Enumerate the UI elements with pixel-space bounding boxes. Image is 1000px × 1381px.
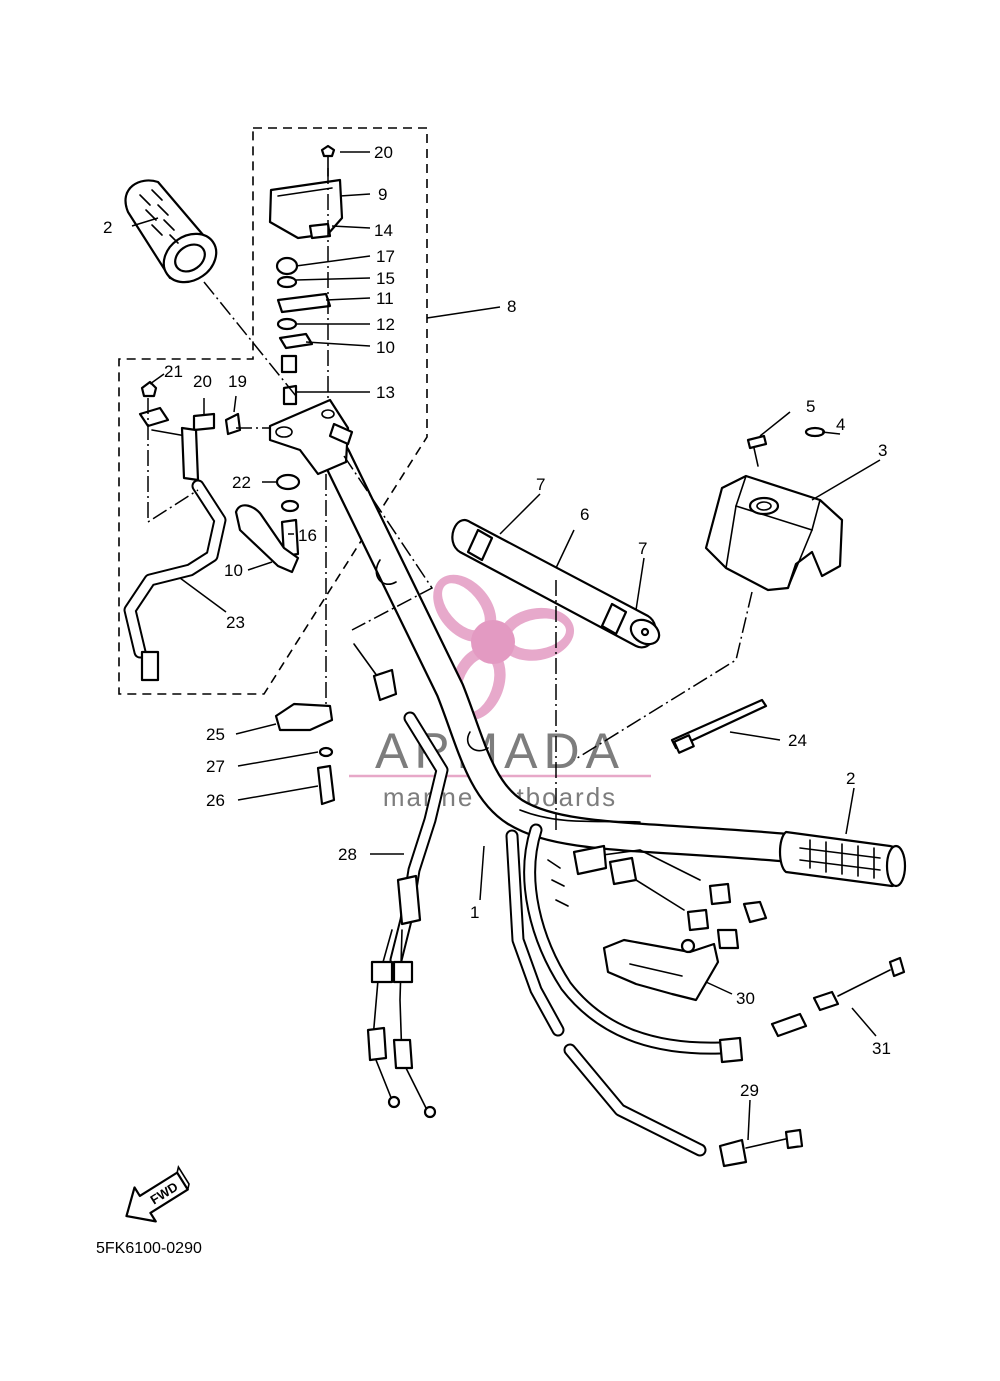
callout-24: 24	[788, 731, 807, 750]
lower-clamp	[274, 702, 336, 806]
callout-5: 5	[806, 397, 815, 416]
callout-9: 9	[378, 185, 387, 204]
callout-16: 15	[376, 269, 395, 288]
clutch-switch	[602, 938, 720, 1002]
wire-harness-23	[123, 479, 227, 682]
cable-31	[770, 956, 906, 1038]
left-grip	[124, 179, 218, 284]
callout-15: 14	[374, 221, 393, 240]
drawing-code: 5FK6100-0290	[96, 1240, 202, 1257]
callout-2-grip-right: 2	[846, 769, 855, 788]
handlebar-cover	[704, 426, 844, 592]
brake-hoses	[505, 823, 744, 1157]
callout-31: 31	[872, 1039, 891, 1058]
callout-11: 10	[376, 338, 395, 357]
switch-base	[268, 398, 354, 558]
callout-6: 6	[580, 505, 589, 524]
switch-assembly-box	[118, 127, 428, 695]
callout-3: 3	[878, 441, 887, 460]
callout-17: 16	[298, 526, 317, 545]
callout-12: 11	[376, 289, 394, 308]
callout-1: 1	[470, 903, 479, 922]
forward-arrow-icon: FWD	[125, 1165, 190, 1223]
cable-tie	[670, 698, 768, 754]
callout-29: 29	[740, 1081, 759, 1100]
callout-22: 22	[232, 473, 251, 492]
handlebar-pad	[451, 518, 661, 649]
callout-7-right: 7	[638, 539, 647, 558]
callout-19: 19	[228, 372, 247, 391]
handlebar	[321, 441, 805, 863]
callout-4: 4	[836, 415, 845, 434]
callout-25: 25	[206, 725, 225, 744]
callout-10: 10	[224, 561, 243, 580]
callout-30: 30	[736, 989, 755, 1008]
leader-lines	[131, 151, 881, 1141]
right-grip	[778, 830, 907, 888]
callout-14: 13	[376, 383, 395, 402]
cable-29	[718, 1128, 804, 1168]
callouts: 2 20 9 14 17 15 11 12 10 13 8 21 20 19 2…	[103, 143, 891, 1100]
callout-28: 28	[338, 845, 357, 864]
callout-2-grip-left: 2	[103, 218, 112, 237]
lever-group	[138, 380, 300, 574]
switch-housing	[268, 144, 344, 406]
callout-20-top: 20	[374, 143, 393, 162]
callout-21: 21	[164, 362, 183, 381]
callout-7-left: 7	[536, 475, 545, 494]
callout-20-left: 20	[193, 372, 212, 391]
clutch-cable	[572, 844, 768, 950]
callout-27: 27	[206, 757, 225, 776]
callout-8: 8	[507, 297, 516, 316]
callout-23: 23	[226, 613, 245, 632]
callout-18: 17	[376, 247, 395, 266]
throttle-cable	[353, 643, 449, 1119]
callout-13: 12	[376, 315, 395, 334]
callout-26: 26	[206, 791, 225, 810]
assembly-center-lines	[147, 168, 753, 830]
